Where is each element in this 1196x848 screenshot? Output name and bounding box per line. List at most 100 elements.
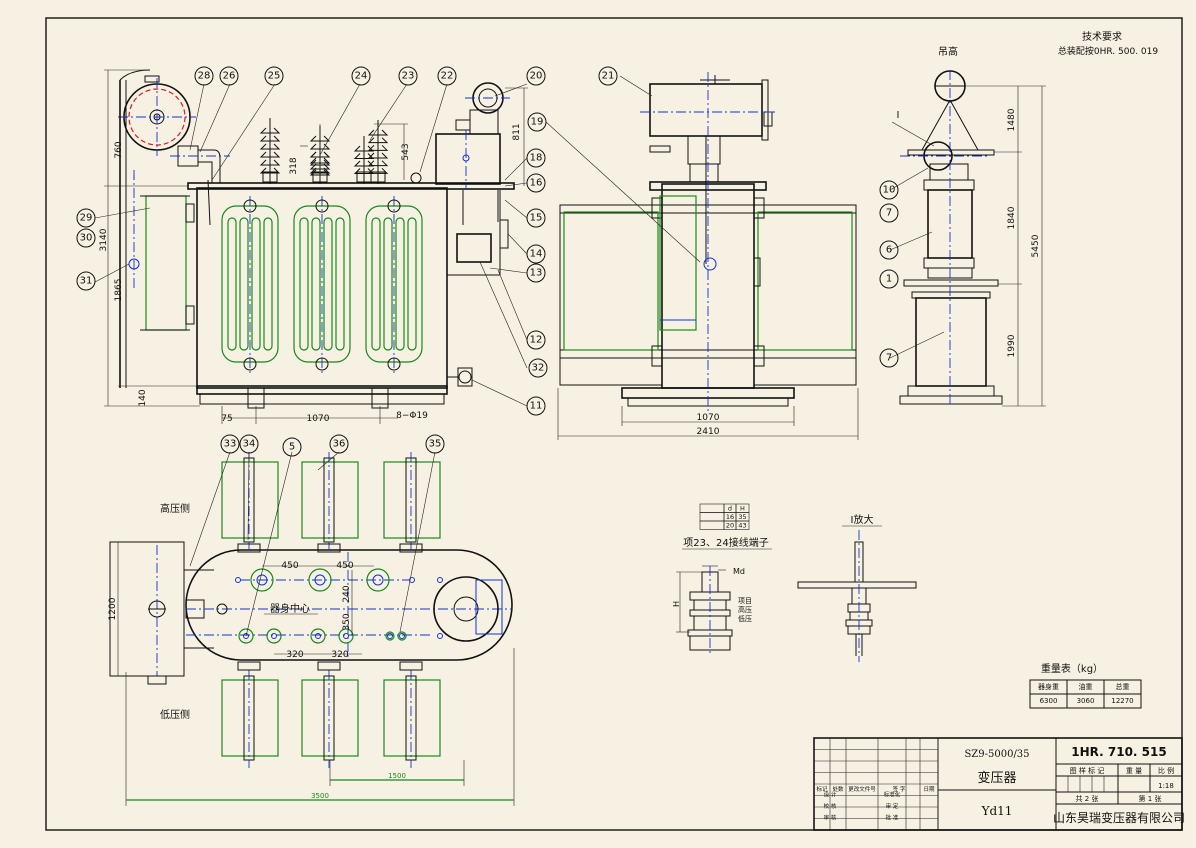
weight-header-0: 器身重 [1038,682,1059,691]
balloon-label: 1 [886,274,892,285]
terminal-item: 项目 [738,597,752,605]
terminal-table-cell: d [728,504,732,512]
tb-sheet-no: 第 1 张 [1139,794,1162,803]
balloon-label: 5 [289,442,295,453]
terminal-hv: 高压 [738,605,752,614]
radiator-top-upper-2 [383,452,441,553]
terminal-md: Md [733,567,745,576]
dim-318: 318 [289,157,299,174]
balloon-label: 7 [886,353,892,364]
balloon-label: 11 [530,401,543,412]
balloon-end-4: 7 [879,348,899,368]
balloon-end-2: 6 [879,240,899,260]
top-view [109,452,515,806]
radiator-top-upper-0 [221,452,279,553]
balloon-main-6: 20 [526,66,546,86]
tb-drawing-no: 1HR. 710. 515 [1071,745,1166,759]
drawing-frame [45,17,1183,831]
radiator-top-upper-1 [301,452,359,553]
tb-name: 变压器 [977,770,1016,786]
lv-bushing-top-4 [385,631,395,641]
balloon-label: 24 [355,71,368,82]
sign-role2-2: 批 准 [886,814,899,822]
dim-3500: 3500 [311,792,329,800]
dim-140: 140 [138,389,148,406]
bushing-3 [367,120,389,184]
dim-1070-side: 1070 [697,413,720,423]
balloon-main-16: 30 [76,228,96,248]
balloon-top-3: 36 [329,434,349,454]
weight-header-1: 油重 [1079,682,1093,691]
rev-header-4: 日期 [923,786,935,793]
lv-bushing-top-2 [310,628,326,644]
balloon-label: 13 [530,268,543,279]
balloon-label: 21 [602,71,615,82]
detail-i-view [797,530,917,662]
balloon-top-1: 34 [239,434,259,454]
lv-bushing-top-0 [238,628,254,644]
rev-header-1: 处数 [832,785,844,793]
dim-543: 543 [401,143,411,160]
tb-company: 山东昊瑞变压器有限公司 [1053,810,1185,825]
dim-1990: 1990 [1007,334,1017,357]
balloon-label: 34 [243,439,256,450]
balloon-label: 7 [886,208,892,219]
dim-450b: 450 [336,561,353,571]
tb-stage-label: 图 样 标 记 [1070,766,1105,775]
end-view [899,70,1046,407]
balloon-top-2: 5 [282,437,302,457]
balloon-label: 19 [531,117,544,128]
lv-bushing-top-1 [266,628,282,644]
radiator-front-1 [293,196,351,376]
dim-240: 240 [342,585,352,602]
balloon-label: 33 [224,439,237,450]
lift-height-label: 吊高 [938,45,958,58]
balloon-top-4: 35 [425,434,445,454]
dim-811: 811 [512,123,522,140]
side-view [557,72,859,440]
radiator-top-lower-0 [221,661,279,768]
dim-320a: 320 [286,650,303,660]
dim-1200: 1200 [108,597,118,620]
lv-bushing-top-3 [338,628,354,644]
balloon-label: 30 [80,233,93,244]
balloon-end-1: 7 [879,203,899,223]
detail-title: I放大 [851,513,874,526]
balloon-end-0: 10 [879,180,899,200]
radiator-top-lower-2 [383,661,441,768]
tb-model: SZ9-5000/35 [964,749,1029,760]
balloon-label: 25 [268,71,281,82]
sign-role2-0: 标准化 [884,791,901,799]
dim-320b: 320 [331,650,348,660]
balloon-main-8: 16 [526,173,546,193]
sign-role-1: 校 核 [824,802,837,810]
dim-1840: 1840 [1007,206,1017,229]
hv-bushing-top-2 [366,568,390,592]
balloon-main-9: 15 [526,208,546,228]
rev-header-2: 更改文件号 [848,785,876,793]
balloon-label: 14 [530,249,543,260]
weight-header-2: 总重 [1116,682,1130,691]
balloon-main-13: 32 [528,358,548,378]
weight-value-0: 6300 [1040,697,1058,705]
balloon-main-1: 26 [219,66,239,86]
terminal-lv: 低压 [738,614,752,623]
radiator-left [145,195,187,331]
weight-value-2: 12270 [1111,697,1133,705]
tech-req-line1: 总装配按0HR. 500. 019 [1058,45,1159,57]
tb-sheets-total: 共 2 张 [1076,794,1099,803]
front-view [104,69,528,424]
balloon-main-10: 14 [526,244,546,264]
balloon-label: 10 [883,185,896,196]
bushing-0 [259,118,281,184]
balloon-main-11: 13 [526,263,546,283]
hv-bushing-top-1 [308,568,332,592]
terminal-table-cell: 16 [726,513,734,521]
terminal-table-cell: H [740,504,745,512]
balloon-main-14: 11 [526,396,546,416]
dim-1070-front: 1070 [307,414,330,424]
balloon-end-3: 1 [879,269,899,289]
rev-header-3: 签 字 [893,785,906,793]
tb-connection: Yd11 [981,804,1013,818]
